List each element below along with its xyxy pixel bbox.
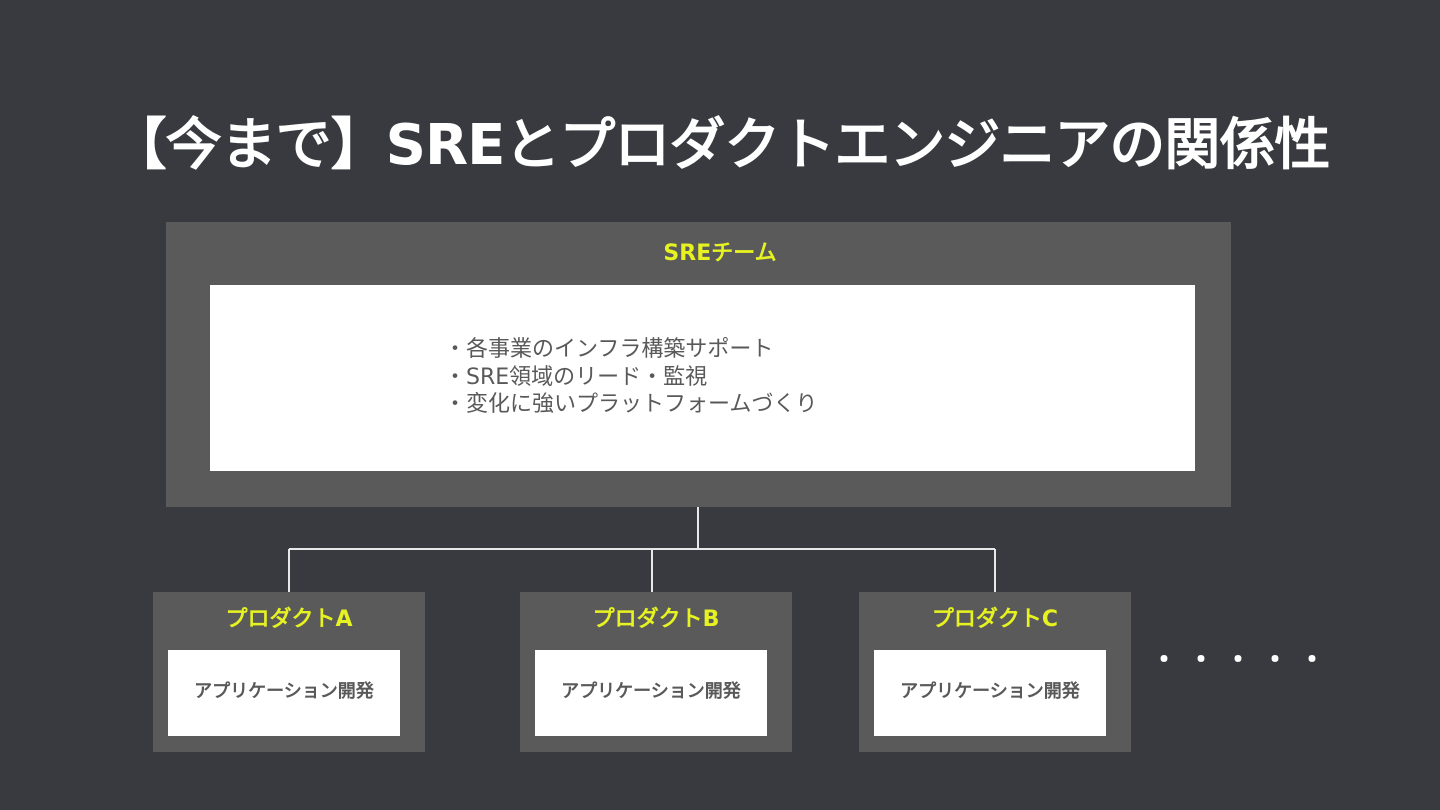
product-a-label: プロダクトA <box>225 607 353 632</box>
sre-responsibility-item: ・変化に強いプラットフォームづくり <box>444 392 818 417</box>
product-c-role: アプリケーション開発 <box>900 681 1080 702</box>
product-a-role: アプリケーション開発 <box>194 681 374 702</box>
sre-responsibility-item: ・各事業のインフラ構築サポート <box>444 337 774 362</box>
product-b-panel: プロダクトB アプリケーション開発 <box>520 592 792 752</box>
product-b-role: アプリケーション開発 <box>561 681 741 702</box>
sre-responsibility-item: ・SRE領域のリード・監視 <box>444 364 708 390</box>
product-c-label: プロダクトC <box>931 607 1059 632</box>
sre-responsibilities-box <box>210 285 1195 471</box>
product-a-panel: プロダクトA アプリケーション開発 <box>153 592 425 752</box>
more-products-ellipsis: ・・・・・ <box>1150 643 1336 676</box>
product-c-role-box: アプリケーション開発 <box>874 650 1106 736</box>
product-b-role-box: アプリケーション開発 <box>535 650 767 736</box>
sre-team-label: SREチーム <box>663 241 777 266</box>
slide-title: 【今まで】SREとプロダクトエンジニアの関係性 <box>110 113 1331 178</box>
sre-responsibilities-list: ・各事業のインフラ構築サポート ・SRE領域のリード・監視 ・変化に強いプラット… <box>444 336 817 419</box>
product-b-label: プロダクトB <box>592 607 720 632</box>
product-c-panel: プロダクトC アプリケーション開発 <box>859 592 1131 752</box>
product-a-role-box: アプリケーション開発 <box>168 650 400 736</box>
